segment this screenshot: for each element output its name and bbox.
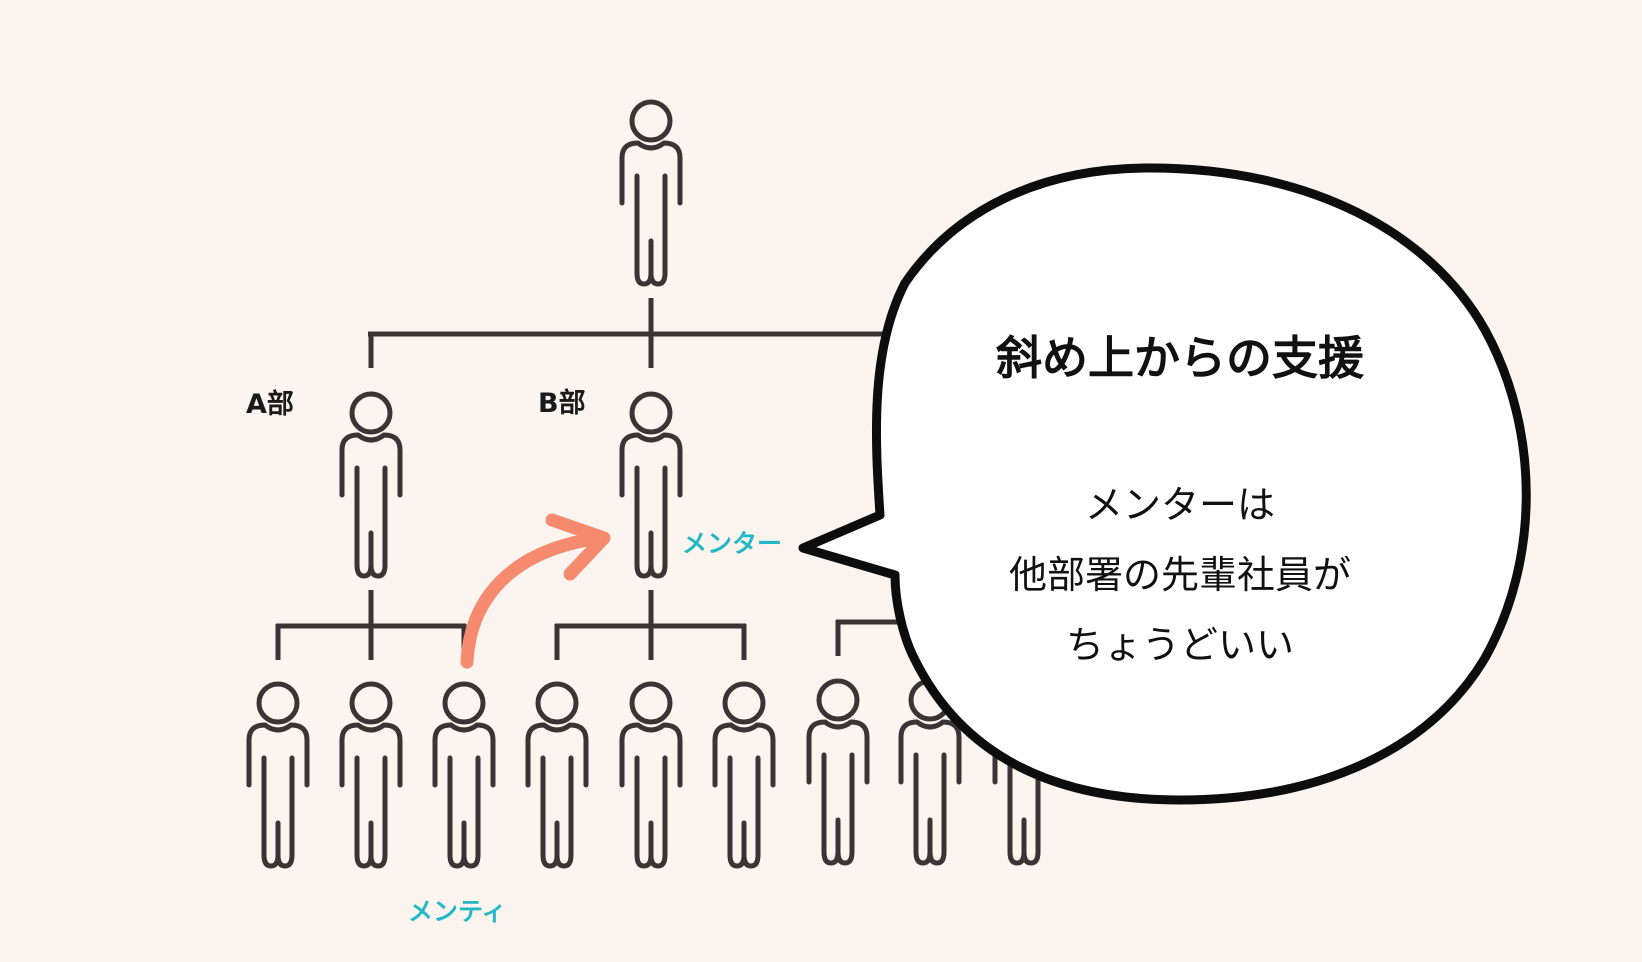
person-icon bbox=[525, 681, 589, 869]
person-icon bbox=[339, 681, 403, 869]
person-icon bbox=[712, 681, 776, 869]
people-group bbox=[246, 99, 1056, 869]
arrow-head bbox=[545, 513, 611, 581]
curved-arrow-icon bbox=[460, 531, 607, 669]
dept-b-label: B部 bbox=[538, 388, 586, 419]
person-icon bbox=[619, 99, 683, 287]
org-connectors bbox=[275, 298, 935, 660]
bubble-line: ちょうどいい bbox=[1065, 623, 1294, 667]
person-icon bbox=[619, 681, 683, 869]
bubble-line: メンターは bbox=[1084, 483, 1275, 527]
person-icon bbox=[806, 678, 870, 866]
person-icon bbox=[432, 681, 496, 869]
bubble-title: 斜め上からの支援 bbox=[996, 331, 1364, 385]
mentee-label: メンティ bbox=[408, 897, 507, 926]
speech-bubble-icon bbox=[798, 163, 1531, 805]
bubble-body: メンターは 他部署の先輩社員が ちょうどいい bbox=[960, 470, 1400, 680]
person-icon bbox=[619, 391, 683, 579]
dept-a-label: A部 bbox=[246, 389, 294, 420]
mentor-label: メンター bbox=[682, 529, 783, 558]
person-icon bbox=[246, 681, 310, 869]
bubble-line: 他部署の先輩社員が bbox=[1008, 553, 1351, 597]
person-icon bbox=[339, 391, 403, 579]
